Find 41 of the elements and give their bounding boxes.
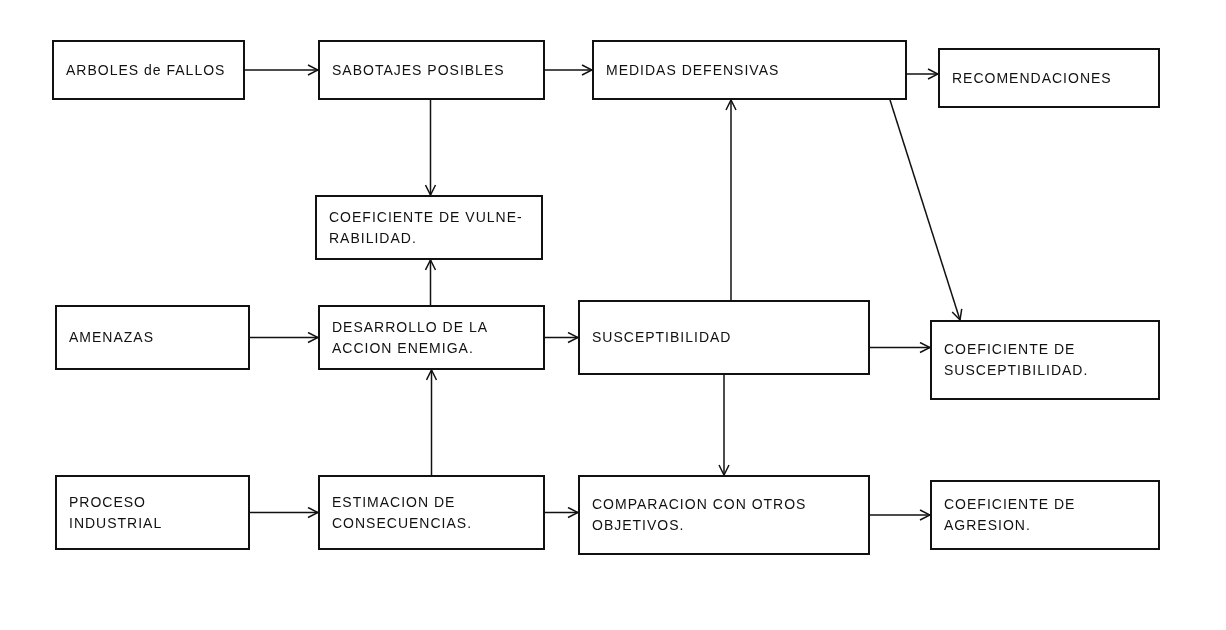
box-label: PROCESO INDUSTRIAL bbox=[69, 492, 164, 533]
process-box bbox=[318, 40, 545, 100]
box-label: AMENAZAS bbox=[69, 328, 154, 347]
arrow bbox=[544, 331, 579, 344]
box-label: ESTIMACION DE CONSECUENCIAS. bbox=[332, 492, 474, 533]
process-box bbox=[930, 480, 1160, 550]
arrow bbox=[424, 259, 437, 306]
process-box bbox=[938, 48, 1160, 108]
arrow bbox=[718, 374, 730, 476]
arrow bbox=[544, 506, 579, 519]
process-box bbox=[55, 475, 250, 550]
arrow bbox=[869, 341, 931, 354]
process-box bbox=[52, 40, 245, 100]
process-box bbox=[315, 195, 543, 260]
box-label: COEFICIENTE DE AGRESION. bbox=[944, 495, 1077, 535]
arrow bbox=[425, 369, 438, 476]
process-box bbox=[578, 475, 870, 555]
process-box bbox=[318, 475, 545, 550]
arrow bbox=[725, 99, 737, 301]
process-box bbox=[55, 305, 250, 370]
arrow bbox=[424, 99, 437, 196]
box-label: COEFICIENTE DE SUSCEPTIBILIDAD. bbox=[944, 340, 1090, 380]
arrow bbox=[249, 506, 319, 519]
box-label: SUSCEPTIBILIDAD bbox=[592, 328, 732, 347]
arrow bbox=[906, 68, 939, 80]
arrow bbox=[869, 509, 931, 521]
process-box bbox=[578, 300, 870, 375]
arrow bbox=[544, 64, 593, 76]
box-label: RECOMENDACIONES bbox=[952, 68, 1112, 88]
process-box bbox=[930, 320, 1160, 400]
box-label: MEDIDAS DEFENSIVAS bbox=[606, 60, 780, 80]
box-label: ARBOLES de FALLOS bbox=[66, 60, 226, 80]
arrow bbox=[889, 99, 963, 321]
process-box bbox=[592, 40, 907, 100]
box-label: COMPARACION CON OTROS OBJETIVOS. bbox=[592, 495, 808, 535]
box-label: COEFICIENTE DE VULNE- RABILIDAD. bbox=[329, 207, 524, 248]
arrow bbox=[244, 64, 319, 76]
box-label: SABOTAJES POSIBLES bbox=[332, 60, 505, 80]
box-label: DESARROLLO DE LA ACCION ENEMIGA. bbox=[332, 317, 489, 358]
arrow bbox=[249, 331, 319, 344]
process-box bbox=[318, 305, 545, 370]
